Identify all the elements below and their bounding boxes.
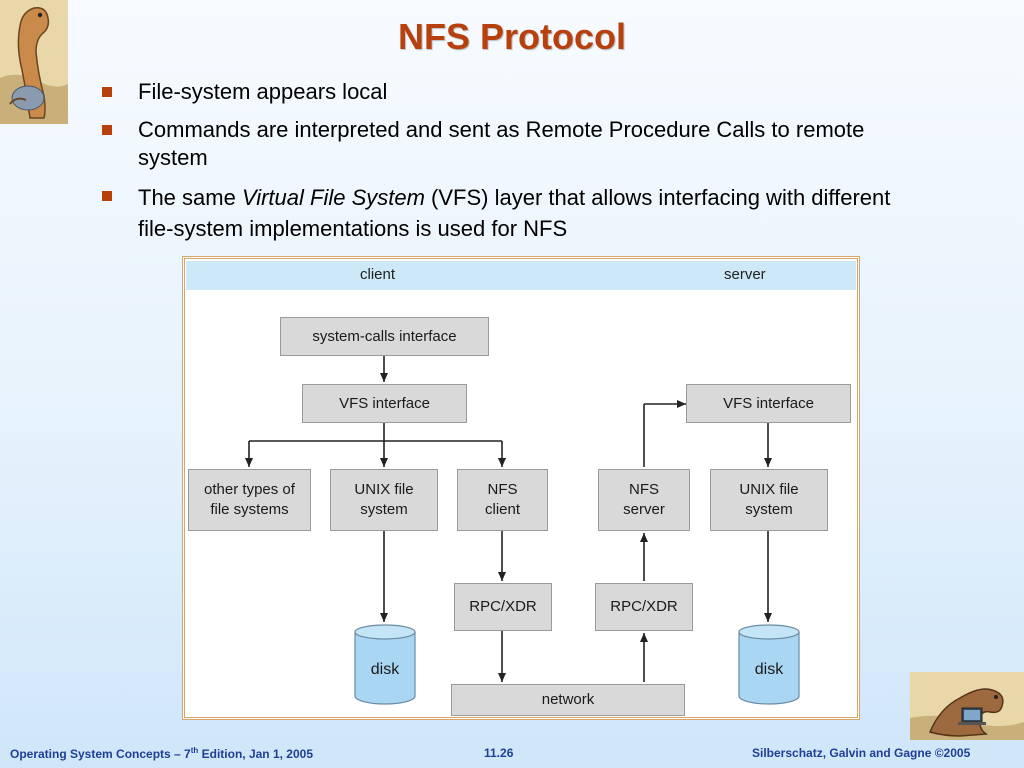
- nfs-server-box: NFS server: [598, 469, 690, 531]
- bullet-emphasis: Virtual File System: [241, 185, 425, 210]
- bullet-item: The same Virtual File System (VFS) layer…: [100, 182, 920, 244]
- vfs-interface-client-box: VFS interface: [302, 384, 467, 423]
- vfs-interface-server-box: VFS interface: [686, 384, 851, 423]
- disk-server-icon: [738, 624, 800, 705]
- footer-course-sup: th: [190, 746, 199, 755]
- dinosaur-laptop-icon: [910, 672, 1024, 740]
- bullet-item: Commands are interpreted and sent as Rem…: [100, 116, 920, 172]
- square-bullet-icon: [102, 191, 112, 201]
- other-file-systems-box: other types of file systems: [188, 469, 311, 531]
- footer-copyright: Silberschatz, Galvin and Gagne ©2005: [752, 746, 971, 760]
- bullet-text-end: (VFS) layer that allows interfacing with…: [138, 185, 891, 241]
- square-bullet-icon: [102, 87, 112, 97]
- dinosaur-icon: [0, 0, 68, 124]
- network-box: network: [451, 684, 685, 716]
- footer-course-text-end: Edition, Jan 1, 2005: [198, 747, 314, 761]
- disk-client-label: disk: [370, 661, 400, 678]
- rpc-xdr-server-box: RPC/XDR: [595, 583, 693, 631]
- disk-client-icon: [354, 624, 416, 705]
- bullet-list: File-system appears local Commands are i…: [100, 78, 920, 244]
- bullet-text: Commands are interpreted and sent as Rem…: [138, 117, 865, 170]
- unix-file-system-client-box: UNIX file system: [330, 469, 438, 531]
- nfs-client-box: NFS client: [457, 469, 548, 531]
- slide-title: NFS Protocol: [397, 16, 626, 57]
- footer-course: Operating System Concepts – 7th Edition,…: [10, 746, 313, 761]
- footer-course-text: Operating System Concepts – 7: [10, 747, 191, 761]
- unix-file-system-server-box: UNIX file system: [710, 469, 828, 531]
- bullet-item: File-system appears local: [100, 78, 920, 106]
- server-label: server: [724, 266, 766, 283]
- disk-server-label: disk: [754, 661, 784, 678]
- page-number: 11.26: [484, 746, 514, 760]
- bullet-text: File-system appears local: [138, 79, 388, 104]
- rpc-xdr-client-box: RPC/XDR: [454, 583, 552, 631]
- client-label: client: [360, 266, 396, 283]
- square-bullet-icon: [102, 125, 112, 135]
- diagram-header-band: [186, 261, 856, 290]
- system-calls-interface-box: system-calls interface: [280, 317, 489, 356]
- bullet-text-start: The same: [138, 185, 242, 210]
